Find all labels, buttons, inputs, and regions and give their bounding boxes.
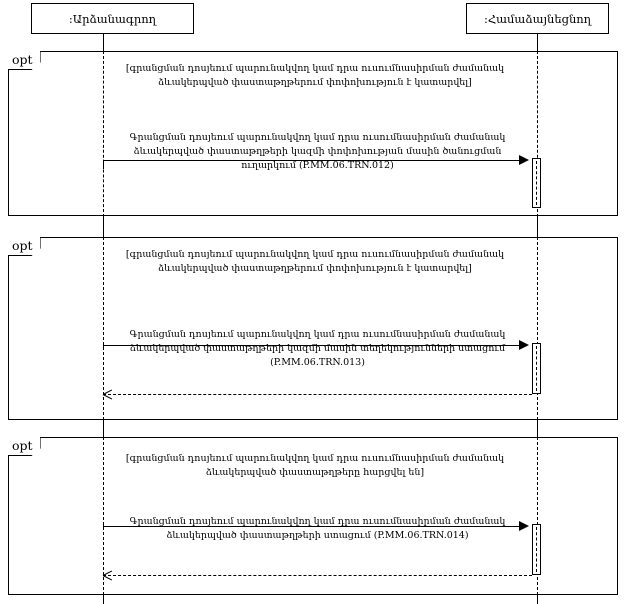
lifeline-label-approver: :Համաձայնեցնող — [483, 12, 592, 26]
fragment-operator-label-3: opt — [8, 437, 41, 456]
activation-inner-dash-2 — [536, 346, 537, 391]
lifeline-stem-recorder-bottom — [103, 594, 104, 604]
lifeline-stem-recorder-gap1 — [103, 216, 104, 237]
lifeline-dash-recorder-2 — [103, 237, 104, 420]
lifeline-dash-approver-1 — [537, 51, 538, 217]
reply-line-trn-013[interactable] — [103, 394, 532, 395]
message-line-trn-014[interactable] — [103, 526, 525, 527]
message-origin-stub-1 — [103, 160, 104, 169]
message-arrowhead-trn-012 — [519, 155, 529, 165]
lifeline-stem-approver-top — [537, 34, 538, 51]
lifeline-head-approver[interactable]: :Համաձայնեցնող — [466, 3, 609, 34]
activation-bar-approver-1 — [532, 158, 541, 208]
lifeline-stem-approver-bottom — [537, 594, 538, 604]
lifeline-dash-approver-2 — [537, 237, 538, 420]
activation-inner-dash-3 — [536, 527, 537, 572]
lifeline-dash-recorder-3 — [103, 437, 104, 595]
message-line-trn-013[interactable] — [103, 345, 525, 346]
lifeline-head-recorder[interactable]: :Արձանագրող — [31, 3, 194, 34]
message-label-trn-013: Գրանցման դոսյեում պարունակվող կամ դրա ու… — [129, 329, 506, 368]
fragment-operator-label-1: opt — [8, 51, 41, 70]
message-label-trn-012: Գրանցման դոսյեում պարունակվող կամ դրա ու… — [129, 132, 506, 171]
fragment-opt-1[interactable]: opt — [8, 51, 618, 216]
fragment-guard-1: [գրանցման դոսյեում պարունակվող կամ դրա ո… — [125, 63, 505, 88]
fragment-guard-3: [գրանցման դոսյեում պարունակվող կամ դրա ո… — [125, 453, 505, 478]
lifeline-stem-recorder-gap2 — [103, 419, 104, 437]
reply-arrowhead-trn-014 — [103, 571, 112, 580]
fragment-opt-2[interactable]: opt — [8, 237, 618, 420]
message-arrowhead-trn-013 — [519, 340, 529, 350]
lifeline-dash-recorder-1 — [103, 51, 104, 217]
reply-line-trn-014[interactable] — [103, 575, 532, 576]
lifeline-stem-approver-gap1 — [537, 216, 538, 237]
activation-bar-approver-2 — [532, 343, 541, 394]
message-line-trn-012[interactable] — [103, 160, 525, 161]
fragment-guard-2: [գրանցման դոսյեում պարունակվող կամ դրա ո… — [125, 249, 505, 274]
message-label-trn-014: Գրանցման դոսյեում պարունակվող կամ դրա ու… — [129, 516, 506, 541]
activation-inner-dash-1 — [536, 161, 537, 205]
lifeline-stem-approver-gap2 — [537, 419, 538, 437]
fragment-operator-label-2: opt — [8, 237, 41, 256]
fragment-opt-3[interactable]: opt — [8, 437, 618, 595]
message-arrowhead-trn-014 — [519, 521, 529, 531]
reply-arrowhead-trn-013 — [103, 390, 112, 399]
activation-bar-approver-3 — [532, 524, 541, 575]
lifeline-stem-recorder-top — [103, 34, 104, 51]
lifeline-dash-approver-3 — [537, 437, 538, 595]
lifeline-label-recorder: :Արձանագրող — [68, 12, 157, 26]
